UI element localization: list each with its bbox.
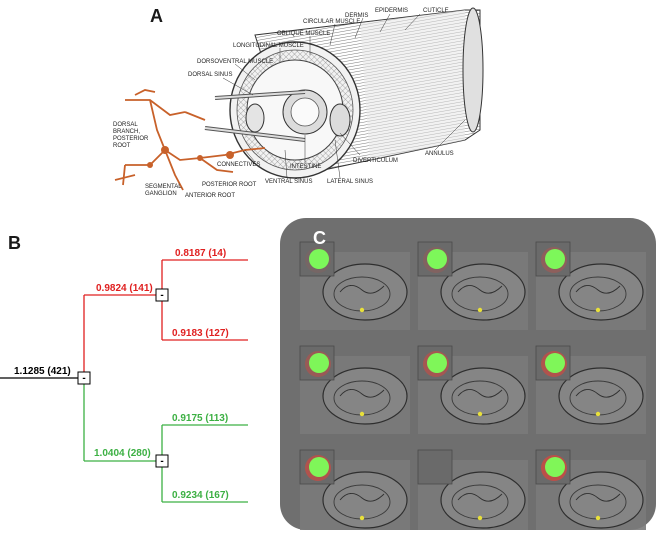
label-dorsal-sinus: DORSAL SINUS (188, 72, 232, 78)
label-epidermis: EPIDERMIS (375, 8, 408, 14)
tree-node-green-leaf-bottom: 0.9234 (167) (172, 490, 229, 501)
label-cuticle: CUTICLE (423, 8, 449, 14)
label-circular-muscle: CIRCULAR MUSCLE (303, 19, 360, 25)
image-tile (535, 449, 646, 530)
tree-node-red-leaf-top: 0.8187 (14) (175, 248, 226, 259)
decision-tree: - - - 1.1285 (421) 0.9824 (141) 0.8187 (… (0, 248, 248, 503)
label-posterior-root: POSTERIOR ROOT (202, 182, 257, 188)
split-node-green: - (155, 454, 169, 468)
label-segmental-ganglion-1: SEGMENTAL (145, 184, 182, 190)
inset-thumbnail (417, 449, 453, 485)
image-tile (535, 241, 646, 330)
tree-node-red-leaf-bottom: 0.9183 (127) (172, 328, 229, 339)
image-grid (299, 241, 646, 530)
panel-label-c: C (313, 228, 326, 248)
label-dorsal-branch-3: POSTERIOR (113, 136, 149, 142)
nerve-network (114, 89, 266, 191)
label-dorsal-branch-1: DORSAL (113, 122, 138, 128)
anatomy-diagram: CUTICLE EPIDERMIS DERMIS CIRCULAR MUSCLE… (113, 7, 484, 199)
label-anterior-root: ANTERIOR ROOT (185, 193, 235, 199)
tree-node-red-branch: 0.9824 (141) (96, 283, 153, 294)
svg-text:-: - (82, 373, 85, 384)
panel-label-b: B (8, 233, 21, 253)
leader-lines (222, 13, 466, 179)
svg-text:-: - (160, 456, 163, 467)
split-node-red: - (155, 288, 169, 302)
tree-node-green-leaf-top: 0.9175 (113) (172, 413, 228, 424)
split-node-root: - (77, 371, 91, 385)
image-tile (299, 241, 410, 330)
image-tile (535, 345, 646, 434)
label-segmental-ganglion-2: GANGLION (145, 191, 177, 197)
label-dermis: DERMIS (345, 13, 368, 19)
image-tile (417, 345, 528, 434)
svg-text:-: - (160, 290, 163, 301)
image-grid-panel (280, 218, 656, 530)
ganglion-cells (147, 146, 234, 168)
label-lateral-sinus: LATERAL SINUS (327, 179, 373, 185)
tree-node-root: 1.1285 (421) (14, 366, 71, 377)
label-ventral-sinus: VENTRAL SINUS (265, 179, 312, 185)
image-tile (417, 241, 528, 330)
label-connectives: CONNECTIVES (217, 162, 260, 168)
label-dorsal-branch-4: ROOT (113, 143, 131, 149)
tree-node-green-branch: 1.0404 (280) (94, 448, 151, 459)
label-intestine: INTESTINE (290, 164, 321, 170)
image-tile (299, 345, 410, 434)
image-tile (417, 449, 528, 530)
image-tile (299, 449, 410, 530)
label-dorsal-branch-2: BRANCH, (113, 129, 140, 135)
body-cylinder (204, 7, 484, 179)
panel-label-a: A (150, 6, 163, 26)
label-longitudinal-muscle: LONGITUDINAL MUSCLE (233, 43, 304, 49)
label-annulus: ANNULUS (425, 151, 454, 157)
label-oblique-muscle: OBLIQUE MUSCLE (277, 31, 330, 37)
label-dorsoventral-muscle: DORSOVENTRAL MUSCLE (197, 59, 273, 65)
label-diverticulum: DIVERTICULUM (353, 158, 398, 164)
